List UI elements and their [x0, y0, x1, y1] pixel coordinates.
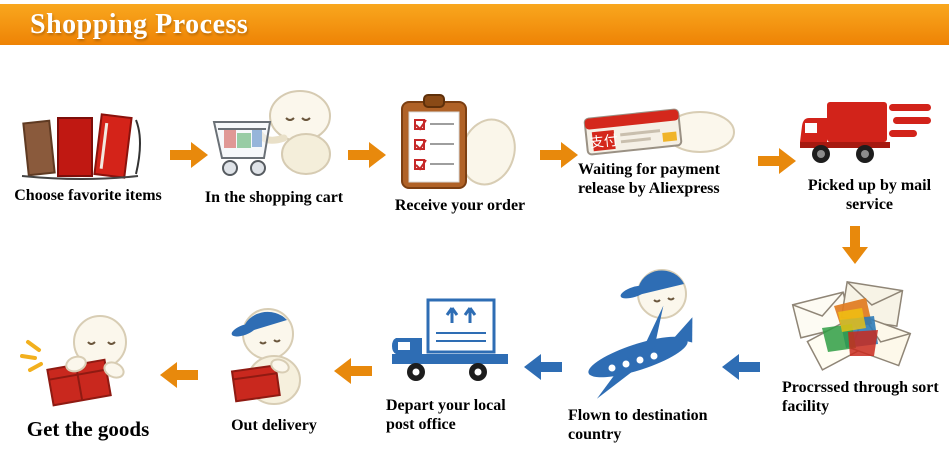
flow-arrow-right-icon [540, 140, 578, 175]
step-receive-order: Receive your order [380, 92, 540, 216]
step-label: In the shopping cart [204, 189, 344, 206]
step-label: Picked up by mail service [807, 177, 932, 213]
flow-arrow-down-icon [840, 226, 870, 269]
flow-arrow-right-icon [348, 140, 386, 175]
mail-truck-icon [797, 92, 942, 177]
step-label: Flown to destination country [568, 407, 708, 443]
page-title: Shopping Process [30, 8, 249, 40]
shopping-cart-icon [196, 88, 352, 189]
favorite-items-icon [8, 110, 168, 187]
step-sort-facility: Procrssed through sort facility [782, 272, 940, 417]
flow-arrow-right-icon [758, 146, 796, 181]
airplane-icon [568, 262, 718, 407]
step-label: Waiting for payment release by Aliexpres… [578, 161, 720, 197]
card-cjk-text: 支付 [589, 133, 619, 152]
flow-arrow-left-icon [524, 352, 562, 387]
step-label: Get the goods [26, 417, 150, 441]
step-label: Choose favorite items [14, 187, 162, 204]
step-depart-post-office: Depart your local post office [386, 296, 526, 435]
step-shopping-cart: In the shopping cart [196, 88, 352, 208]
sort-parcels-icon [782, 272, 940, 379]
step-out-delivery: Out delivery [210, 300, 338, 436]
payment-card-icon: 支付 [578, 106, 756, 161]
step-label: Out delivery [231, 417, 317, 434]
step-get-goods: Get the goods [12, 312, 164, 442]
goods-received-icon [12, 312, 164, 417]
step-waiting-payment: 支付 Waiting for payment release by Aliexp… [578, 106, 756, 199]
step-choose-items: Choose favorite items [8, 110, 168, 206]
flow-arrow-left-icon [722, 352, 760, 387]
step-flown-destination: Flown to destination country [568, 262, 718, 445]
step-picked-up: Picked up by mail service [797, 92, 942, 215]
order-clipboard-icon [380, 92, 540, 197]
step-label: Procrssed through sort facility [782, 379, 939, 415]
flow-arrow-left-icon [160, 360, 198, 395]
delivery-courier-icon [210, 300, 338, 417]
step-label: Receive your order [394, 197, 526, 214]
post-truck-icon [386, 296, 526, 397]
flow-arrow-right-icon [170, 140, 208, 175]
flow-arrow-left-icon [334, 356, 372, 391]
header-bar: Shopping Process [0, 4, 949, 45]
step-label: Depart your local post office [386, 397, 506, 433]
